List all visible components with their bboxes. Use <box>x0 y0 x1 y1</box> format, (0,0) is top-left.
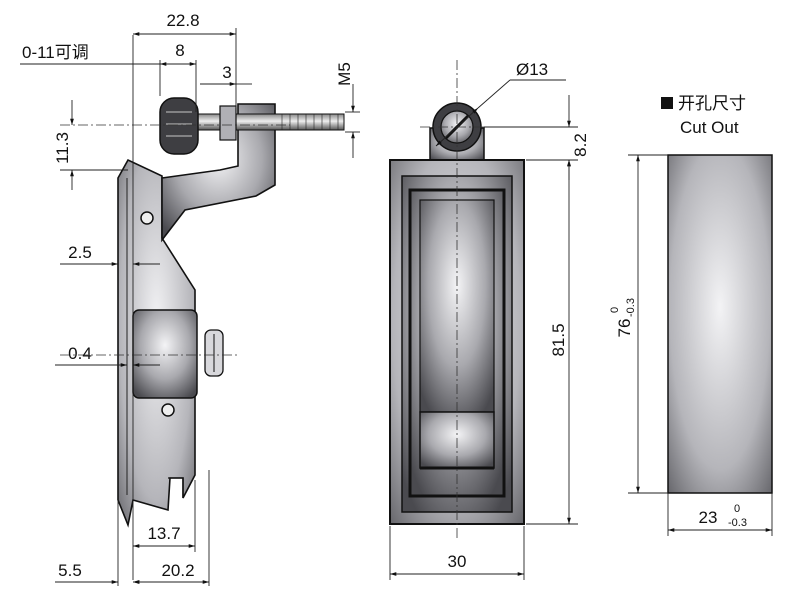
mount-hole-top <box>140 211 154 225</box>
dim-8-2: 8.2 <box>571 133 590 157</box>
mount-hole-bottom <box>161 403 175 417</box>
front-view: Ø13 8.2 81.5 30 <box>389 60 590 580</box>
dim-m5: M5 <box>335 62 354 86</box>
dim-knob-diameter: Ø13 <box>516 60 548 79</box>
cutout-height-tol-lower: -0.3 <box>625 298 637 317</box>
dim-30: 30 <box>448 552 467 571</box>
cutout-title-cn: 开孔尺寸 <box>678 94 746 113</box>
cutout-height-tol-upper: 0 <box>609 307 621 313</box>
cutout-width-tol-lower: -0.3 <box>728 517 747 529</box>
dim-top-width: 22.8 <box>166 11 199 30</box>
dim-11-3: 11.3 <box>53 132 72 164</box>
cutout-rect <box>667 154 773 494</box>
dim-20-2: 20.2 <box>161 561 194 580</box>
dim-3: 3 <box>222 63 231 82</box>
cutout-title-en: Cut Out <box>680 118 739 137</box>
dim-5-5: 5.5 <box>58 561 82 580</box>
dim-2-5: 2.5 <box>68 243 92 262</box>
legend-square <box>661 97 673 109</box>
adjust-knob <box>159 97 199 155</box>
side-bracket <box>161 103 276 243</box>
dim-adjust-range: 0-11可调 <box>22 43 89 62</box>
dim-81-5: 81.5 <box>549 323 568 356</box>
hex-nut <box>219 105 237 141</box>
dim-8: 8 <box>175 41 184 60</box>
cutout-height: 76 <box>615 319 634 338</box>
lock-cylinder <box>132 309 198 399</box>
cutout-width-tol-upper: 0 <box>734 503 740 515</box>
side-view: 22.8 0-11可调 8 3 M5 11.3 2.5 0.4 13.7 5.5 <box>20 11 360 586</box>
cutout-width: 23 <box>699 508 718 527</box>
cutout-view: 开孔尺寸 Cut Out 76 0 -0.3 23 0 -0.3 <box>609 94 773 536</box>
dim-13-7: 13.7 <box>147 524 180 543</box>
dim-0-4: 0.4 <box>68 344 92 363</box>
